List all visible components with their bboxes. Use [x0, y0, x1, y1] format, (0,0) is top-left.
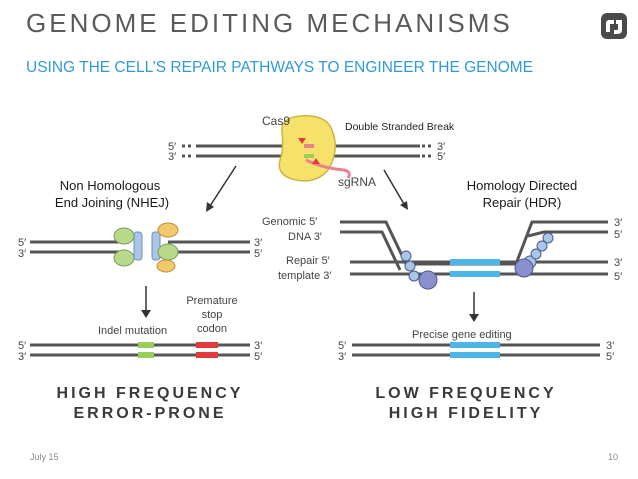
premature-label-2: stop	[202, 309, 223, 321]
slide-title: GENOME EDITING MECHANISMS	[26, 8, 513, 38]
top-five-prime-right: 5′	[437, 151, 445, 163]
nhej-bottom-three-left: 3′	[18, 351, 26, 363]
dsb-label: Double Stranded Break	[345, 121, 455, 133]
hdr-result-strand	[352, 342, 600, 358]
right-outcome-line2: HIGH FIDELITY	[388, 405, 544, 422]
template-label: template 3′	[278, 270, 331, 282]
hdr-label-line2: Repair (HDR)	[483, 195, 562, 210]
arrow-to-hdr	[383, 169, 405, 205]
right-outcome-line1: LOW FREQUENCY	[375, 385, 557, 402]
hdr-bottom-three-right: 3′	[606, 340, 614, 352]
top-five-prime-left: 5′	[168, 141, 176, 153]
genomic-label: Genomic 5′	[262, 216, 317, 228]
nhej-three-prime-right: 3′	[254, 237, 262, 249]
sgrna-label: sgRNA	[338, 175, 376, 189]
nhej-repair	[30, 222, 250, 273]
nhej-three-prime-left: 3′	[18, 248, 26, 260]
slide-subtitle: USING THE CELL’S REPAIR PATHWAYS TO ENGI…	[26, 59, 534, 76]
dna-label: DNA 3′	[288, 231, 322, 243]
hdr-three-right-mid: 3′	[614, 257, 622, 269]
nhej-five-prime-right: 5′	[254, 248, 262, 260]
nhej-bottom-five-right: 5′	[254, 351, 262, 363]
cas9-complex	[182, 115, 434, 182]
right-outcome: LOW FREQUENCY HIGH FIDELITY	[356, 384, 576, 424]
hdr-bottom-three-left: 3′	[338, 351, 346, 363]
hdr-bottom-five-left: 5′	[338, 340, 346, 352]
top-three-prime-right: 3′	[437, 141, 445, 153]
nhej-five-prime-left: 5′	[18, 237, 26, 249]
cas9-label: Cas9	[262, 114, 290, 128]
left-outcome: HIGH FREQUENCY ERROR-PRONE	[40, 384, 260, 424]
nhej-label-line2: End Joining (NHEJ)	[55, 195, 169, 210]
precise-label: Precise gene editing	[412, 329, 512, 341]
page-number: 10	[608, 452, 619, 462]
nhej-label-line1: Non Homologous	[60, 178, 161, 193]
left-outcome-line2: ERROR-PRONE	[73, 405, 227, 422]
hdr-bottom-five-right: 5′	[606, 351, 614, 363]
nhej-bottom-three-right: 3′	[254, 340, 262, 352]
footer-date: July 15	[30, 452, 59, 462]
premature-label-1: Premature	[186, 295, 237, 307]
brand-logo-icon	[601, 13, 627, 39]
arrow-to-nhej	[209, 165, 237, 207]
hdr-label-line1: Homology Directed	[467, 178, 578, 193]
indel-label: Indel mutation	[98, 325, 167, 337]
hdr-repair	[340, 220, 608, 290]
hdr-three-right-top: 3′	[614, 217, 622, 229]
nhej-bottom-five-left: 5′	[18, 340, 26, 352]
top-three-prime-left: 3′	[168, 151, 176, 163]
repair-label: Repair 5′	[286, 255, 330, 267]
left-outcome-line1: HIGH FREQUENCY	[56, 385, 244, 402]
nhej-result-strand	[30, 342, 250, 358]
hdr-five-right-mid: 5′	[614, 271, 622, 283]
hdr-five-right-top: 5′	[614, 229, 622, 241]
premature-label-3: codon	[197, 323, 227, 335]
